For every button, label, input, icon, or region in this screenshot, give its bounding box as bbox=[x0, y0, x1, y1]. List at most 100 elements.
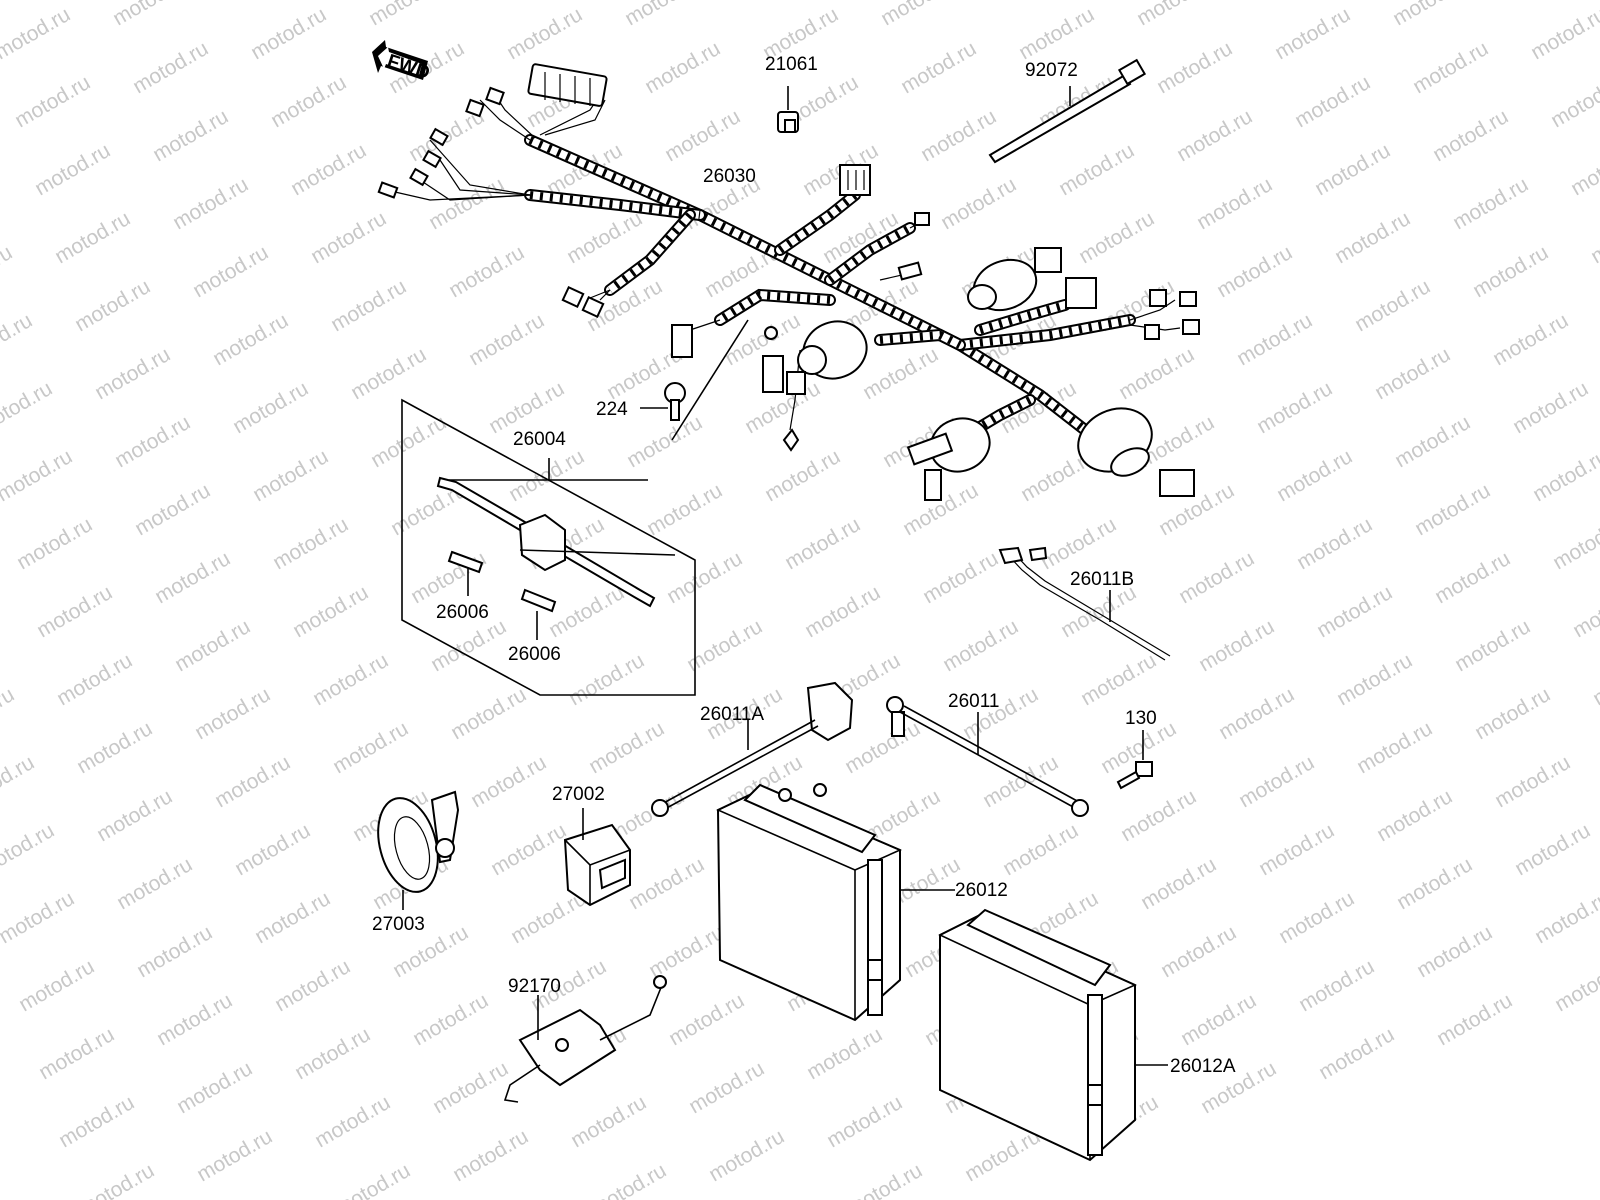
watermark-text: motod.ru bbox=[1393, 853, 1476, 914]
label-26012: 26012 bbox=[955, 880, 1008, 901]
part-27003 bbox=[377, 790, 460, 910]
watermark-text: motod.ru bbox=[329, 717, 412, 778]
watermark-text: motod.ru bbox=[1491, 751, 1574, 812]
watermark-text: motod.ru bbox=[407, 547, 490, 608]
part-21061 bbox=[777, 86, 799, 133]
label-26030: 26030 bbox=[703, 166, 756, 187]
watermark-text: motod.ru bbox=[623, 411, 706, 472]
watermark-text: motod.ru bbox=[0, 241, 16, 302]
watermark-text: motod.ru bbox=[151, 547, 234, 608]
watermark-text: motod.ru bbox=[1055, 139, 1138, 200]
label-92072: 92072 bbox=[1025, 60, 1078, 81]
watermark-text: motod.ru bbox=[91, 343, 174, 404]
watermark-text: motod.ru bbox=[153, 989, 236, 1050]
watermark-text: motod.ru bbox=[307, 207, 390, 268]
watermark-text: motod.ru bbox=[1293, 513, 1376, 574]
watermark-text: motod.ru bbox=[409, 989, 492, 1050]
watermark-text: motod.ru bbox=[761, 445, 844, 506]
watermark-text: motod.ru bbox=[365, 0, 448, 30]
watermark-text: motod.ru bbox=[0, 309, 36, 370]
watermark-text: motod.ru bbox=[231, 819, 314, 880]
watermark-text: motod.ru bbox=[131, 479, 214, 540]
watermark-text: motod.ru bbox=[189, 241, 272, 302]
watermark-text: motod.ru bbox=[979, 751, 1062, 812]
watermark-text: motod.ru bbox=[1037, 513, 1120, 574]
watermark-text: motod.ru bbox=[445, 241, 528, 302]
watermark-text: motod.ru bbox=[841, 717, 924, 778]
watermark-text: motod.ru bbox=[1371, 343, 1454, 404]
watermark-text: motod.ru bbox=[465, 309, 548, 370]
part-27002 bbox=[563, 808, 631, 907]
watermark-text: motod.ru bbox=[1391, 411, 1474, 472]
watermark-text: motod.ru bbox=[289, 581, 372, 642]
watermark-text: motod.ru bbox=[251, 887, 334, 948]
label-26012a: 26012A bbox=[1170, 1056, 1236, 1077]
watermark-text: motod.ru bbox=[961, 1125, 1044, 1186]
watermark-text: motod.ru bbox=[1133, 0, 1216, 30]
part-224 bbox=[640, 382, 686, 421]
watermark-text: motod.ru bbox=[1311, 139, 1394, 200]
watermark-text: motod.ru bbox=[781, 513, 864, 574]
watermark-text: motod.ru bbox=[1449, 173, 1532, 234]
watermark-text: motod.ru bbox=[111, 411, 194, 472]
watermark-text: motod.ru bbox=[643, 479, 726, 540]
watermark-text: motod.ru bbox=[1469, 241, 1552, 302]
part-26011a bbox=[651, 681, 854, 817]
watermark-text: motod.ru bbox=[663, 547, 746, 608]
watermark-text: motod.ru bbox=[567, 1091, 650, 1152]
watermark-text: motod.ru bbox=[1193, 173, 1276, 234]
watermark-text: motod.ru bbox=[1551, 955, 1600, 1016]
watermark-text: motod.ru bbox=[267, 71, 350, 132]
watermark-text: motod.ru bbox=[1547, 71, 1600, 132]
part-130 bbox=[1116, 730, 1153, 790]
watermark-text: motod.ru bbox=[1175, 547, 1258, 608]
watermark-text: motod.ru bbox=[311, 1091, 394, 1152]
label-26004: 26004 bbox=[513, 429, 566, 450]
watermark-text: motod.ru bbox=[1353, 717, 1436, 778]
watermark-text: motod.ru bbox=[35, 1023, 118, 1084]
watermark-text: motod.ru bbox=[55, 1091, 138, 1152]
watermark-text: motod.ru bbox=[51, 207, 134, 268]
watermark-text: motod.ru bbox=[427, 615, 510, 676]
watermark-text: motod.ru bbox=[1451, 615, 1534, 676]
watermark-text: motod.ru bbox=[625, 853, 708, 914]
watermark-text: motod.ru bbox=[93, 785, 176, 846]
watermark-text: motod.ru bbox=[1569, 581, 1600, 642]
watermark-text: motod.ru bbox=[1511, 819, 1594, 880]
watermark-text: motod.ru bbox=[999, 819, 1082, 880]
part-26011b bbox=[998, 546, 1171, 661]
watermark-text: motod.ru bbox=[1077, 649, 1160, 710]
watermark-text: motod.ru bbox=[1529, 445, 1600, 506]
watermark-text: motod.ru bbox=[0, 819, 58, 880]
label-26011b: 26011B bbox=[1070, 569, 1134, 590]
watermark-text: motod.ru bbox=[803, 1023, 886, 1084]
watermark-text: motod.ru bbox=[0, 683, 18, 744]
watermark-text: motod.ru bbox=[917, 105, 1000, 166]
watermark-text: motod.ru bbox=[171, 615, 254, 676]
watermark-text: motod.ru bbox=[939, 615, 1022, 676]
watermark-text: motod.ru bbox=[1235, 751, 1318, 812]
label-21061: 21061 bbox=[765, 54, 818, 75]
part-number-labels: 21061 92072 26030 224 26004 26006 26006 … bbox=[372, 54, 1236, 1077]
watermark-text: motod.ru bbox=[169, 173, 252, 234]
watermark-text: motod.ru bbox=[937, 173, 1020, 234]
watermark-text: motod.ru bbox=[229, 377, 312, 438]
watermark-text: motod.ru bbox=[347, 343, 430, 404]
watermark-text: motod.ru bbox=[1137, 853, 1220, 914]
watermark-text: motod.ru bbox=[1215, 683, 1298, 744]
watermark-text: motod.ru bbox=[73, 717, 156, 778]
watermark-text: motod.ru bbox=[287, 139, 370, 200]
watermark-text: motod.ru bbox=[11, 71, 94, 132]
watermark-text: motod.ru bbox=[1273, 445, 1356, 506]
watermark-text: motod.ru bbox=[1057, 581, 1140, 642]
watermark-text: motod.ru bbox=[1431, 547, 1514, 608]
watermark-text: motod.ru bbox=[1489, 309, 1572, 370]
watermark-text: motod.ru bbox=[1567, 139, 1600, 200]
watermark-text: motod.ru bbox=[0, 445, 76, 506]
watermark-text: motod.ru bbox=[1117, 785, 1200, 846]
watermark-text: motod.ru bbox=[1413, 921, 1496, 982]
part-26004-assembly bbox=[401, 398, 696, 696]
watermark-text: motod.ru bbox=[1195, 615, 1278, 676]
watermark-text: motod.ru bbox=[645, 921, 728, 982]
